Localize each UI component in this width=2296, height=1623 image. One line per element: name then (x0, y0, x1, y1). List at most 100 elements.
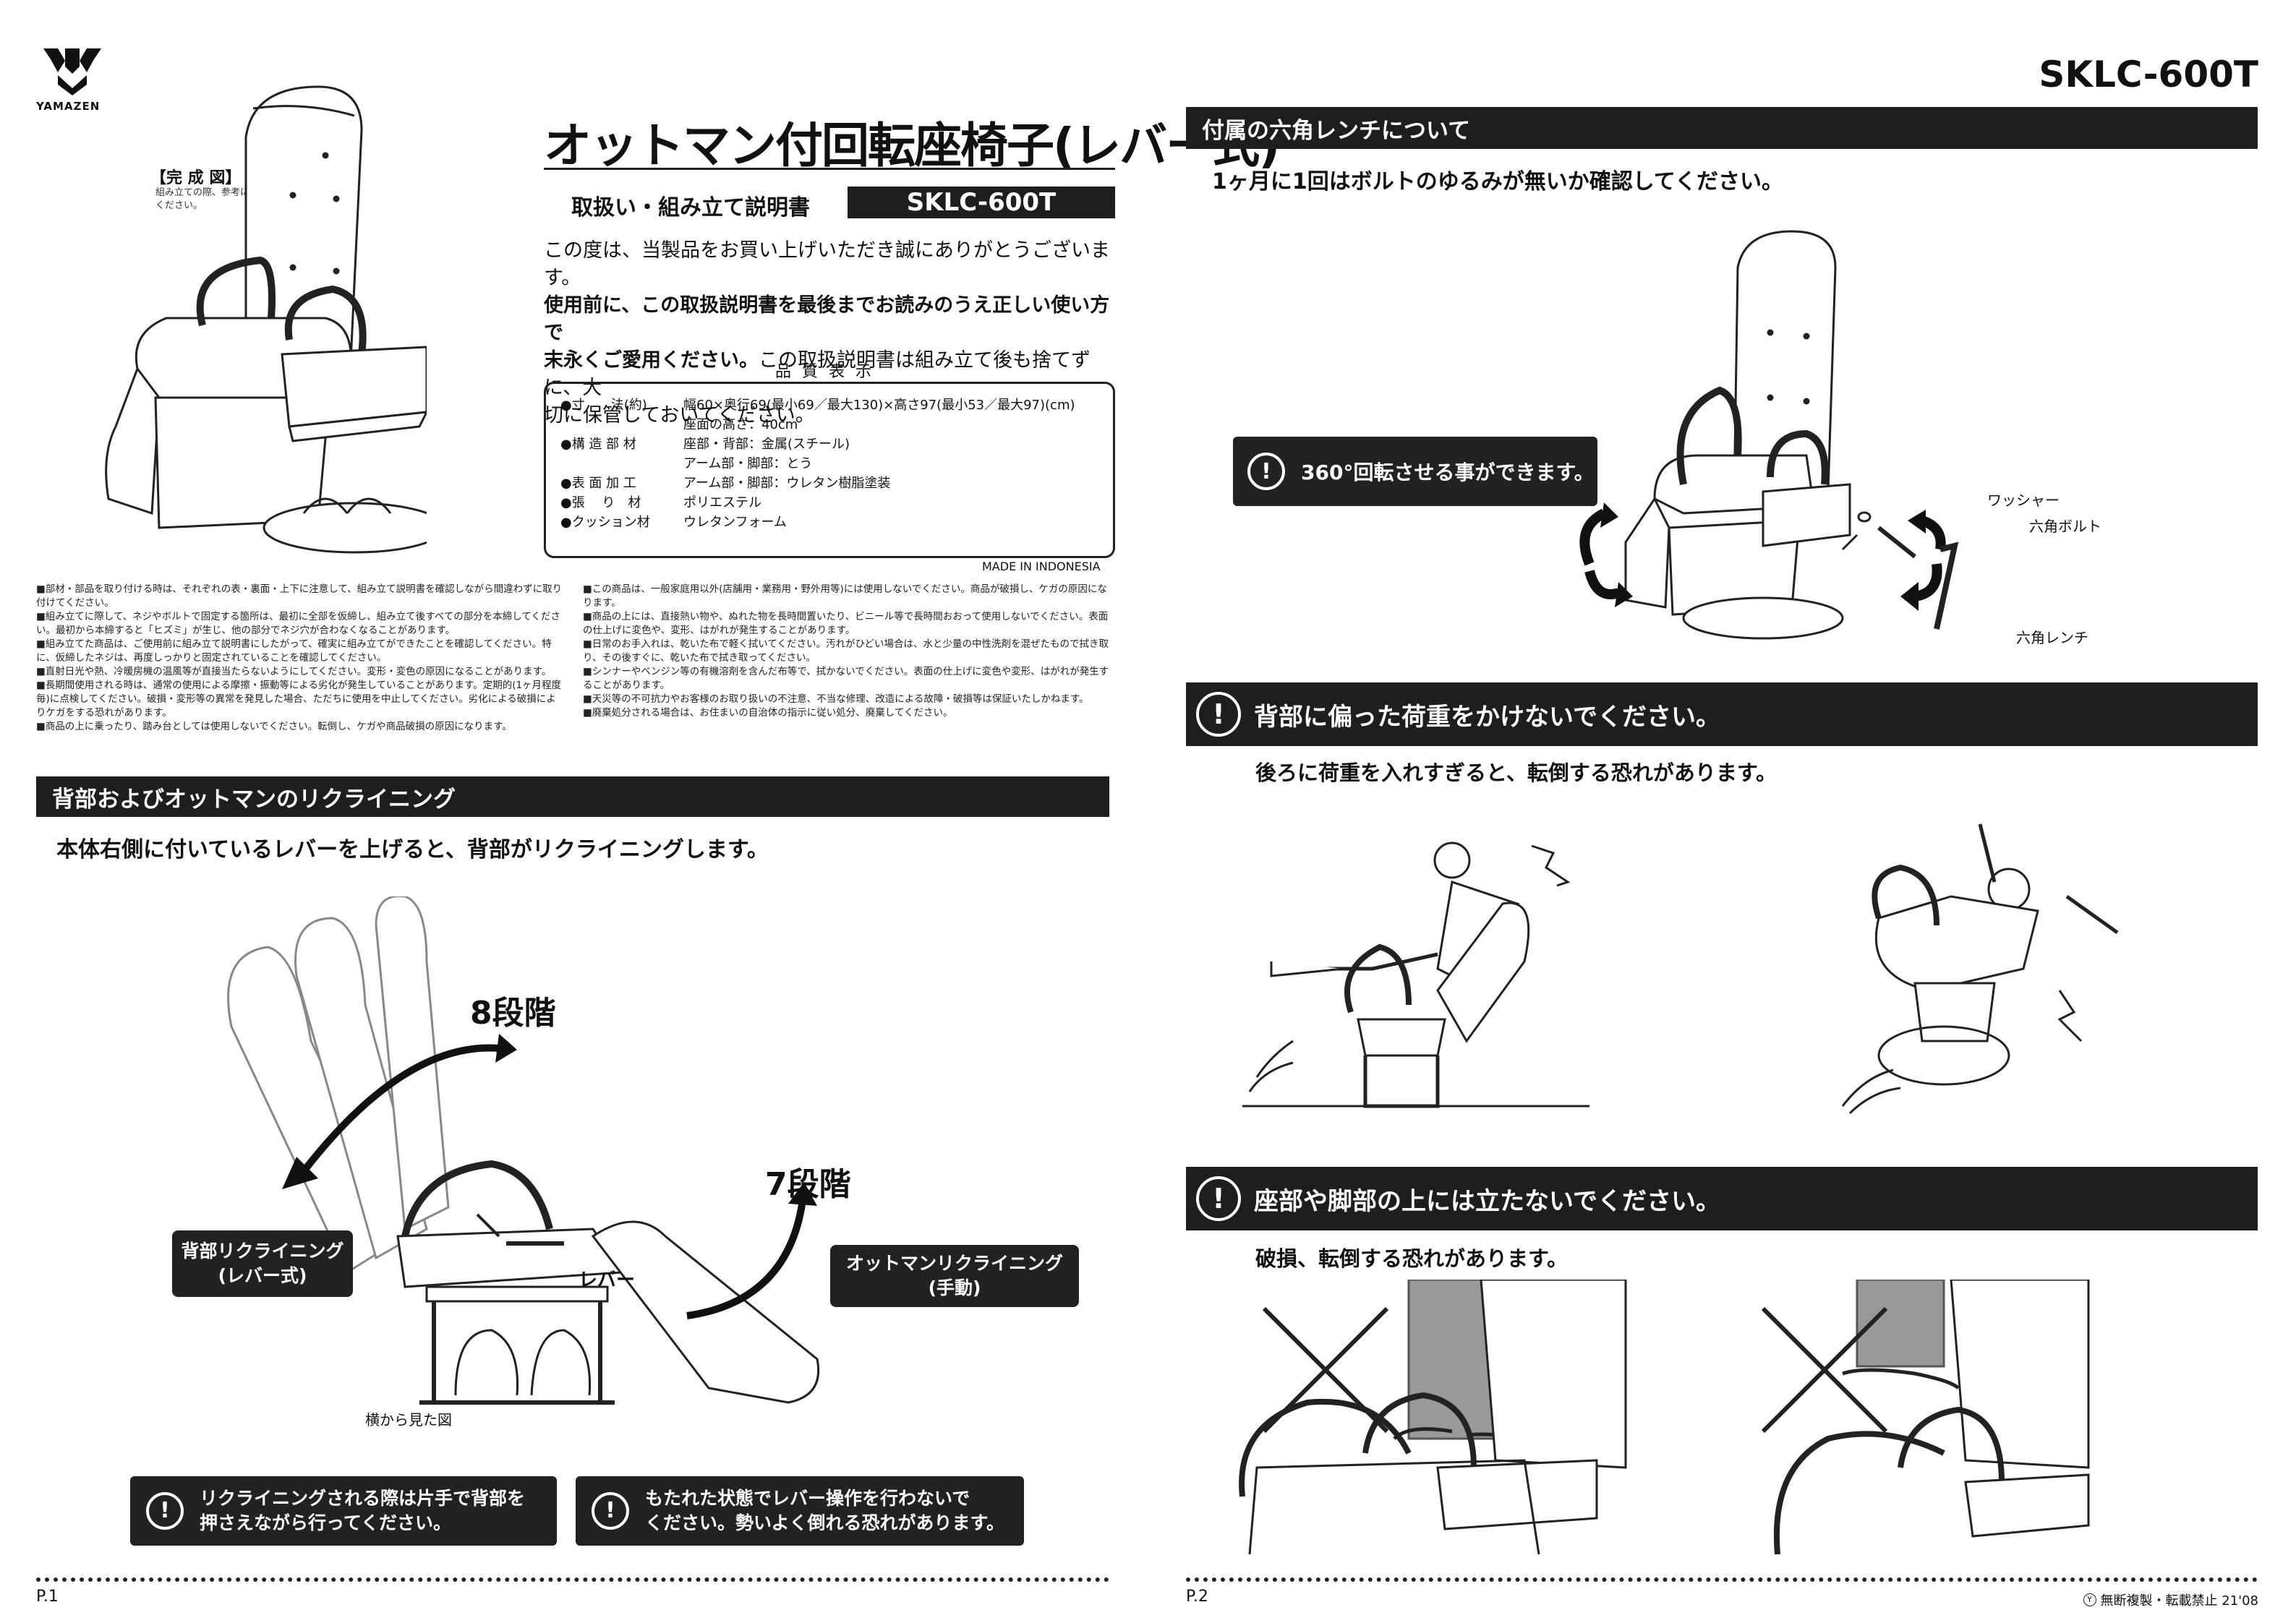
exclamation-icon: ! (146, 1492, 184, 1530)
warn-back-desc: 後ろに荷重を入れすぎると、転倒する恐れがあります。 (1255, 761, 1777, 785)
quality-value: アーム部・脚部：ウレタン樹脂塗装 (683, 476, 891, 491)
side-view-label: 横から見た図 (365, 1411, 452, 1429)
quality-key (560, 415, 683, 434)
tipping-illustration (1242, 823, 2119, 1115)
caution-note: ■直射日光や熱、冷暖房機の温風等が直接当たらないようにしてください。変形・変色の… (36, 666, 552, 677)
page-number: P.2 (1186, 1588, 1208, 1606)
section-title: 背部およびオットマンのリクライニング (52, 786, 456, 813)
warning-box-2: ! もたれた状態でレバー操作を行わないでください。勢いよく倒れる恐れがあります。 (576, 1476, 1024, 1546)
subtitle: 取扱い・組み立て説明書 (571, 195, 810, 220)
lever-label: レバー (579, 1269, 636, 1291)
exclamation-icon: ! (1247, 453, 1285, 490)
notes-left: ■部材・部品を取り付ける時は、それぞれの表・裏面・上下に注意して、組み立て説明書… (36, 583, 564, 734)
finished-label: 【完 成 図】 (150, 169, 242, 187)
quality-value: 幅60×奥行69(最小69／最大130)×高さ97(最小53／最大97)(cm) (683, 398, 1075, 413)
footer-text: 無断複製・転載禁止 21'08 (2100, 1593, 2258, 1609)
warn-stand-bar: ! 座部や脚部の上には立たないでください。 (1186, 1167, 2258, 1230)
caution-note: ■組み立てた商品は、ご使用前に組み立て説明書にしたがって、確実に組み立てができた… (36, 638, 552, 664)
quality-row: ●クッション材 ウレタンフォーム (560, 513, 1098, 532)
caution-note: ■組み立てに際して、ネジやボルトで固定する箇所は、最初に全部を仮締し、組み立て後… (36, 611, 560, 636)
standing-illustration (1239, 1280, 2090, 1554)
quality-value: ウレタンフォーム (683, 515, 787, 530)
section-title-bar: 背部およびオットマンのリクライニング (36, 776, 1109, 817)
ottoman-recline-label-1: オットマンリクライニング (845, 1253, 1063, 1274)
quality-value: 座面の高さ：40cm (683, 417, 798, 432)
caution-note: ■商品の上には、直接熱い物や、ぬれた物を長時間置いたり、ビニール等で長時間おおっ… (583, 611, 1109, 636)
ottoman-steps-label: 7段階 (765, 1166, 851, 1203)
quality-value: ポリエステル (683, 495, 761, 510)
caution-note: ■天災等の不可抗力やお客様のお取り扱いの不注意、不当な修理、改造による故障・破損… (583, 693, 1089, 705)
intro-line-2: 使用前に、この取扱説明書を最後までお読みのうえ正しい使い方で (544, 294, 1110, 344)
wrench-label: 六角レンチ (2016, 629, 2088, 646)
ottoman-recline-label-2: (手動) (928, 1277, 981, 1298)
quality-key: ●表 面 加 工 (560, 476, 636, 491)
intro-line-3-bold: 末永くご愛用ください。 (544, 349, 759, 372)
page-number: P.1 (36, 1588, 59, 1606)
quality-row: 座面の高さ：40cm (560, 415, 1098, 434)
quality-title: 品 質 表 示 (775, 363, 874, 381)
exclamation-icon: ! (1196, 1176, 1241, 1221)
warning-2-line-1: もたれた状態でレバー操作を行わないで (645, 1488, 970, 1509)
back-recline-label-2: (レバー式) (218, 1265, 307, 1286)
made-in: MADE IN INDONESIA (982, 560, 1101, 573)
notes-right: ■この商品は、一般家庭用以外(店舗用・業務用・野外用等)には使用しないでください… (583, 583, 1111, 720)
model-number: SKLC-600T (2039, 53, 2258, 95)
quality-key (560, 454, 683, 474)
caution-note: ■部材・部品を取り付ける時は、それぞれの表・裏面・上下に注意して、組み立て説明書… (36, 583, 563, 609)
yamazen-logo-mark (43, 48, 101, 95)
warning-1-line-2: 押さえながら行ってください。 (200, 1512, 452, 1533)
wrench-desc: 1ヶ月に1回はボルトのゆるみが無いか確認してください。 (1212, 169, 1783, 194)
quality-value: 座部・背部：金属(スチール) (683, 437, 850, 452)
back-recline-label-1: 背部リクライニング (181, 1241, 344, 1262)
rotate-info-box: ! 360°回転させる事ができます。 (1233, 437, 1597, 506)
section-desc: 本体右側に付いているレバーを上げると、背部がリクライニングします。 (56, 837, 769, 862)
page-1: YAMAZEN 【完 成 図】 組み立ての際、参考にしてください。 オットマン付… (36, 45, 1280, 1606)
caution-note: ■長期間使用される時は、通常の使用による摩擦・振動等による劣化が発生していること… (36, 680, 562, 719)
warning-1-line-1: リクライニングされる際は片手で背部を (200, 1488, 526, 1509)
title-rule (544, 168, 1115, 170)
quality-row: ●構 造 部 材座部・背部：金属(スチール) (560, 434, 1098, 454)
caution-note: ■商品の上に乗ったり、踏み台としては使用しないでください。転倒し、ケガや商品破損… (36, 721, 512, 732)
intro-line-3-rest: この取扱説明書は組み立て後も捨てずに、大 (544, 349, 1091, 399)
quality-key: ●寸 法(約) (560, 398, 647, 413)
back-recline-badge: 背部リクライニング (レバー式) (172, 1230, 353, 1297)
model-badge: SKLC-600T (848, 187, 1115, 218)
chair-illustration-main (105, 85, 427, 554)
document-title: オットマン付回転座椅子(レバー式) (544, 118, 1280, 174)
bolt-label: 六角ボルト (2029, 518, 2101, 535)
quality-key: ●張 り 材 (560, 495, 641, 510)
recline-illustration (227, 896, 820, 1405)
page-2: SKLC-600T 付属の六角レンチについて 1ヶ月に1回はボルトのゆるみが無い… (1148, 0, 2296, 1623)
rotating-chair-illustration (1579, 230, 1959, 640)
warn-back-bar: ! 背部に偏った荷重をかけないでください。 (1186, 682, 2258, 746)
quality-row: アーム部・脚部：とう (560, 454, 1098, 474)
finished-note: 組み立ての際、参考にしてください。 (155, 187, 268, 211)
footer-rule (36, 1577, 1109, 1582)
yamazen-mark-icon: Y (2083, 1593, 2096, 1606)
quality-value: アーム部・脚部：とう (683, 456, 813, 471)
rotate-label: 360°回転させる事ができます。 (1301, 461, 1595, 484)
ottoman-recline-badge: オットマンリクライニング (手動) (830, 1245, 1079, 1307)
quality-table: ●寸 法(約) 幅60×奥行69(最小69／最大130)×高さ97(最小53／最大… (544, 382, 1115, 558)
exclamation-icon: ! (1196, 692, 1241, 737)
caution-note: ■廃棄処分される場合は、お住まいの自治体の指示に従い処分、廃棄してください。 (583, 707, 953, 719)
caution-note: ■日常のお手入れは、乾いた布で軽く拭いてください。汚れがひどい場合は、水と少量の… (583, 638, 1109, 664)
quality-key: ●クッション材 (560, 515, 650, 530)
wrench-section-title: 付属の六角レンチについて (1202, 117, 1471, 144)
intro-line-1: この度は、当製品をお買い上げいただき誠にありがとうございます。 (544, 239, 1110, 289)
warning-box-1: ! リクライニングされる際は片手で背部を押さえながら行ってください。 (130, 1476, 557, 1546)
intro-text: この度は、当製品をお買い上げいただき誠にありがとうございます。 使用前に、この取… (544, 237, 1122, 429)
warning-2-line-2: ください。勢いよく倒れる恐れがあります。 (645, 1512, 1005, 1533)
footer-rule (1186, 1577, 2258, 1582)
intro-line-3: 末永くご愛用ください。この取扱説明書は組み立て後も捨てずに、大 (544, 347, 1122, 402)
quality-row: ●張 り 材 ポリエステル (560, 493, 1098, 513)
warn-stand-desc: 破損、転倒する恐れがあります。 (1255, 1246, 1569, 1271)
back-steps-label: 8段階 (470, 995, 556, 1032)
quality-row: ●寸 法(約) 幅60×奥行69(最小69／最大130)×高さ97(最小53／最大… (560, 395, 1098, 415)
brand-name: YAMAZEN (36, 100, 101, 113)
yamazen-logo: YAMAZEN (36, 45, 108, 124)
intro-line-4: 切に保管しておいてください。 (544, 404, 815, 427)
warn-back-title: 背部に偏った荷重をかけないでください。 (1254, 702, 1720, 732)
wrench-section-bar: 付属の六角レンチについて (1186, 107, 2258, 149)
caution-note: ■この商品は、一般家庭用以外(店舗用・業務用・野外用等)には使用しないでください… (583, 583, 1107, 609)
